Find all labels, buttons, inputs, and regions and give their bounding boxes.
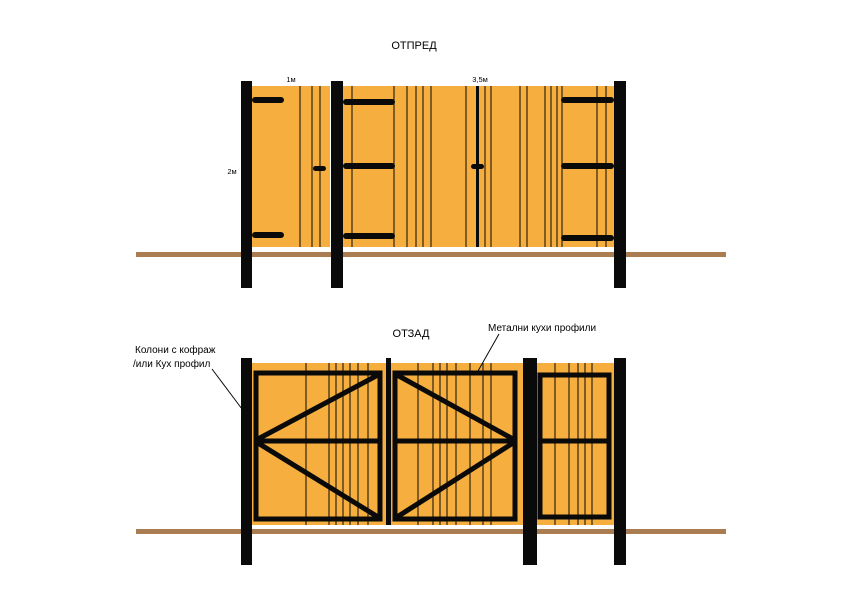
back-center-stile xyxy=(386,358,391,525)
back-ground-line xyxy=(136,529,726,534)
right-leaf-boards xyxy=(391,363,523,525)
left-leaf-boards xyxy=(252,363,386,525)
back-post-right xyxy=(614,358,626,565)
callout-profiles: Метални кухи профили xyxy=(488,322,596,334)
callout-leader-columns xyxy=(211,368,243,410)
hinge-icon xyxy=(252,97,284,103)
callout-leader-profiles xyxy=(477,333,500,372)
back-view: ОТЗАД xyxy=(133,322,726,565)
right-leaf-frame xyxy=(392,370,518,522)
hinge-icon xyxy=(252,232,284,238)
hinge-icon xyxy=(343,163,395,169)
back-post-left xyxy=(241,358,252,565)
left-leaf-frame xyxy=(253,370,383,522)
front-view: ОТПРЕД xyxy=(136,40,726,288)
back-view-title: ОТЗАД xyxy=(393,328,430,340)
front-post-middle xyxy=(331,81,343,288)
callout-columns-line1: Колони с кофраж xyxy=(135,344,216,356)
callout-columns-line2: /или Кух профил xyxy=(133,358,211,370)
hinge-icon xyxy=(343,233,395,239)
dimension-small-gate: 1м xyxy=(286,75,295,84)
dimension-height: 2м xyxy=(227,167,236,176)
hinge-icon xyxy=(561,163,614,169)
front-post-right xyxy=(614,81,626,288)
dimension-big-gate: 3,5м xyxy=(472,75,488,84)
hinge-icon xyxy=(561,235,614,241)
handle-icon xyxy=(313,166,326,171)
front-post-left xyxy=(241,81,252,288)
hinge-icon xyxy=(561,97,614,103)
small-gate-back-boards xyxy=(537,363,614,525)
small-gate-frame xyxy=(537,372,612,520)
hinge-icon xyxy=(343,99,395,105)
handle-icon xyxy=(471,164,484,169)
front-ground-line xyxy=(136,252,726,257)
front-view-title: ОТПРЕД xyxy=(391,40,437,52)
back-post-middle xyxy=(523,358,537,565)
